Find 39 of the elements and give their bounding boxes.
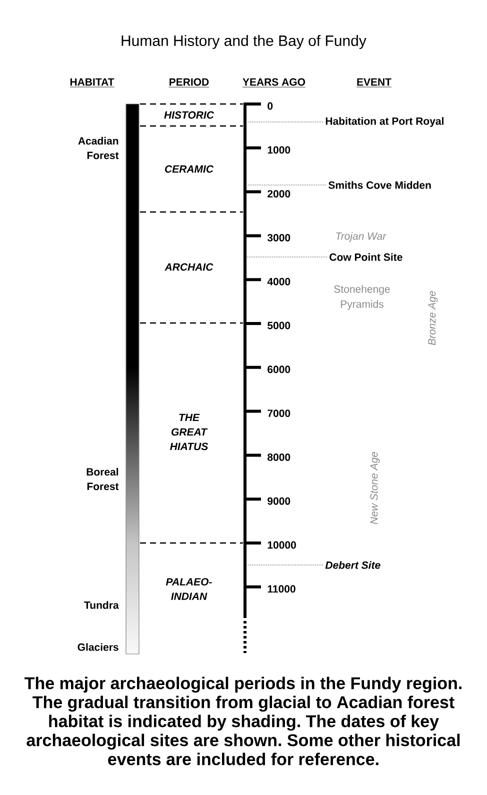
tick-label: 3000	[267, 234, 290, 242]
tick-label: 1000	[268, 146, 290, 154]
leader-line	[246, 184, 326, 186]
period-label: HISTORIC	[164, 111, 214, 119]
column-heading: PERIOD	[168, 78, 210, 88]
event-label: Pyramids	[340, 300, 384, 310]
tick-label: 2000	[268, 190, 290, 198]
event-label: Cow Point Site	[330, 253, 402, 261]
event-label: Trojan War	[336, 232, 386, 242]
leader-line	[246, 564, 324, 566]
period-label: CERAMIC	[165, 165, 214, 173]
column-heading: EVENT	[356, 78, 392, 88]
tick-label: 11000	[268, 585, 296, 593]
event-label: Stonehenge	[334, 285, 390, 295]
era-label: Bronze Age	[428, 290, 438, 346]
leader-line	[246, 256, 328, 258]
column-heading: HABITAT	[70, 78, 114, 88]
era-label: New Stone Age	[370, 452, 380, 524]
tick-label: 10000	[268, 541, 296, 549]
tick-label: 4000	[267, 278, 290, 286]
period-label: ARCHAIC	[164, 263, 214, 271]
period-label: THE GREAT HIATUS	[170, 414, 208, 450]
tick-label: 5000	[268, 322, 290, 330]
caption: The major archaeological periods in the Fundy region. The gradual transition from glacial to Acadian forest habitat is indicated by shading. The dates of key archaeological sites are shown. Some other historical events are included for reference.	[24, 676, 462, 766]
habitat-label: Glaciers	[78, 643, 118, 651]
tick-label: 7000	[268, 410, 290, 418]
period-label: PALAEO-INDIAN	[166, 578, 212, 600]
tick-label: 9000	[268, 497, 290, 505]
event-label: Debert Site	[325, 561, 380, 569]
habitat-label: Acadian Forest	[78, 136, 119, 160]
tick-label: 8000	[268, 453, 290, 461]
event-label: Habitation at Port Royal	[326, 117, 444, 127]
title: Human History and the Bay of Fundy	[122, 35, 366, 49]
tick-label: 0	[268, 102, 273, 110]
habitat-label: Boreal Forest	[86, 468, 119, 490]
column-heading: YEARS AGO	[242, 78, 306, 88]
tick-label: 6000	[268, 366, 290, 374]
habitat-label: Tundra	[84, 601, 119, 609]
event-label: Smiths Cove Midden	[328, 181, 431, 189]
